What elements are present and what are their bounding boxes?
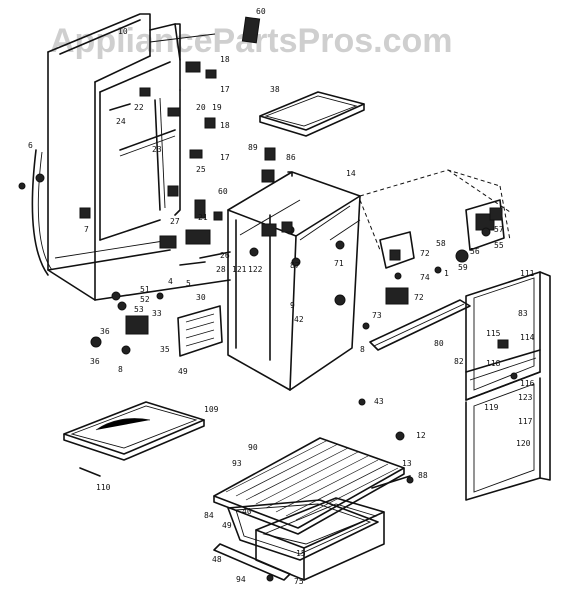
part-label-51: 51 [140, 285, 150, 294]
part-label-28: 28 [216, 265, 226, 274]
left-small-parts [18, 16, 276, 357]
part-label-74: 74 [420, 273, 430, 282]
part-label-7: 7 [84, 225, 89, 234]
part-label-9: 9 [290, 301, 295, 310]
part-label-30: 30 [196, 293, 206, 302]
part-label-86: 86 [286, 153, 296, 162]
part-label-19: 19 [212, 103, 222, 112]
part-label-6: 6 [28, 141, 33, 150]
part-label-17b: 17 [220, 153, 230, 162]
part-label-121: 121 [232, 265, 247, 274]
part-label-43: 43 [374, 397, 384, 406]
part-label-116: 116 [520, 379, 535, 388]
part-label-52: 52 [140, 295, 150, 304]
part-label-115: 115 [486, 329, 501, 338]
part-label-83: 83 [518, 309, 528, 318]
part-label-80: 80 [434, 339, 444, 348]
part-label-24: 24 [116, 117, 126, 126]
part-label-49b: 49 [222, 521, 232, 530]
part-label-22: 22 [134, 103, 144, 112]
part-label-15: 15 [296, 549, 306, 558]
part-label-4: 4 [168, 277, 173, 286]
part-label-36b: 36 [90, 357, 100, 366]
part-label-21: 21 [198, 213, 208, 222]
part-label-33: 33 [152, 309, 162, 318]
part-label-26: 26 [220, 251, 230, 260]
part-label-73: 73 [372, 311, 382, 320]
part-label-118: 118 [486, 359, 501, 368]
part-label-17a: 17 [220, 85, 230, 94]
part-label-120: 120 [516, 439, 531, 448]
part-label-117: 117 [518, 417, 533, 426]
part-label-59: 59 [458, 263, 468, 272]
part-label-58: 58 [436, 239, 446, 248]
part-label-10: 10 [118, 27, 128, 36]
part-label-122: 122 [248, 265, 263, 274]
part-label-60a: 60 [256, 7, 266, 16]
part-label-8b: 8 [360, 345, 365, 354]
part-label-111: 111 [520, 269, 535, 278]
part-label-14: 14 [346, 169, 356, 178]
part-label-18b: 18 [220, 121, 230, 130]
part-label-8a: 8 [118, 365, 123, 374]
glass-shelf [213, 398, 414, 582]
part-label-88: 88 [418, 471, 428, 480]
part-label-35: 35 [160, 345, 170, 354]
part-label-110: 110 [96, 483, 111, 492]
part-label-49: 49 [178, 367, 188, 376]
part-label-90: 90 [248, 443, 258, 452]
part-label-27: 27 [170, 217, 180, 226]
part-label-87: 87 [290, 261, 300, 270]
part-label-114: 114 [520, 333, 535, 342]
part-label-84: 84 [204, 511, 214, 520]
guide-lines [359, 169, 511, 251]
part-label-40: 40 [242, 507, 252, 516]
part-label-109: 109 [204, 405, 219, 414]
control-parts [362, 199, 505, 351]
part-label-93: 93 [232, 459, 242, 468]
part-label-25: 25 [196, 165, 206, 174]
part-label-23: 23 [152, 145, 162, 154]
liner-box [227, 171, 361, 391]
part-label-36a: 36 [100, 327, 110, 336]
part-label-82: 82 [454, 357, 464, 366]
part-label-71: 71 [334, 259, 344, 268]
part-label-119: 119 [484, 403, 499, 412]
part-label-5: 5 [186, 279, 191, 288]
part-label-89: 89 [248, 143, 258, 152]
part-label-12: 12 [416, 431, 426, 440]
part-label-72b: 72 [414, 293, 424, 302]
part-label-94: 94 [236, 575, 246, 584]
part-label-123: 123 [518, 393, 533, 402]
part-label-60b: 60 [218, 187, 228, 196]
part-label-56: 56 [470, 247, 480, 256]
part-labels: 10 60 18 17 6 22 24 23 20 19 18 17 25 38… [28, 7, 535, 586]
part-label-48: 48 [212, 555, 222, 564]
door-panels [465, 271, 551, 501]
cabinet-shell [31, 13, 231, 301]
part-label-55: 55 [494, 241, 504, 250]
drain-pan [63, 401, 205, 477]
part-label-1: 1 [444, 269, 449, 278]
part-label-75: 75 [294, 577, 304, 586]
top-shelf [259, 91, 365, 137]
part-label-53: 53 [134, 305, 144, 314]
part-label-13: 13 [402, 459, 412, 468]
part-label-20: 20 [196, 103, 206, 112]
part-label-72a: 72 [420, 249, 430, 258]
part-label-57: 57 [494, 225, 504, 234]
part-label-18a: 18 [220, 55, 230, 64]
part-label-42: 42 [294, 315, 304, 324]
part-label-38: 38 [270, 85, 280, 94]
